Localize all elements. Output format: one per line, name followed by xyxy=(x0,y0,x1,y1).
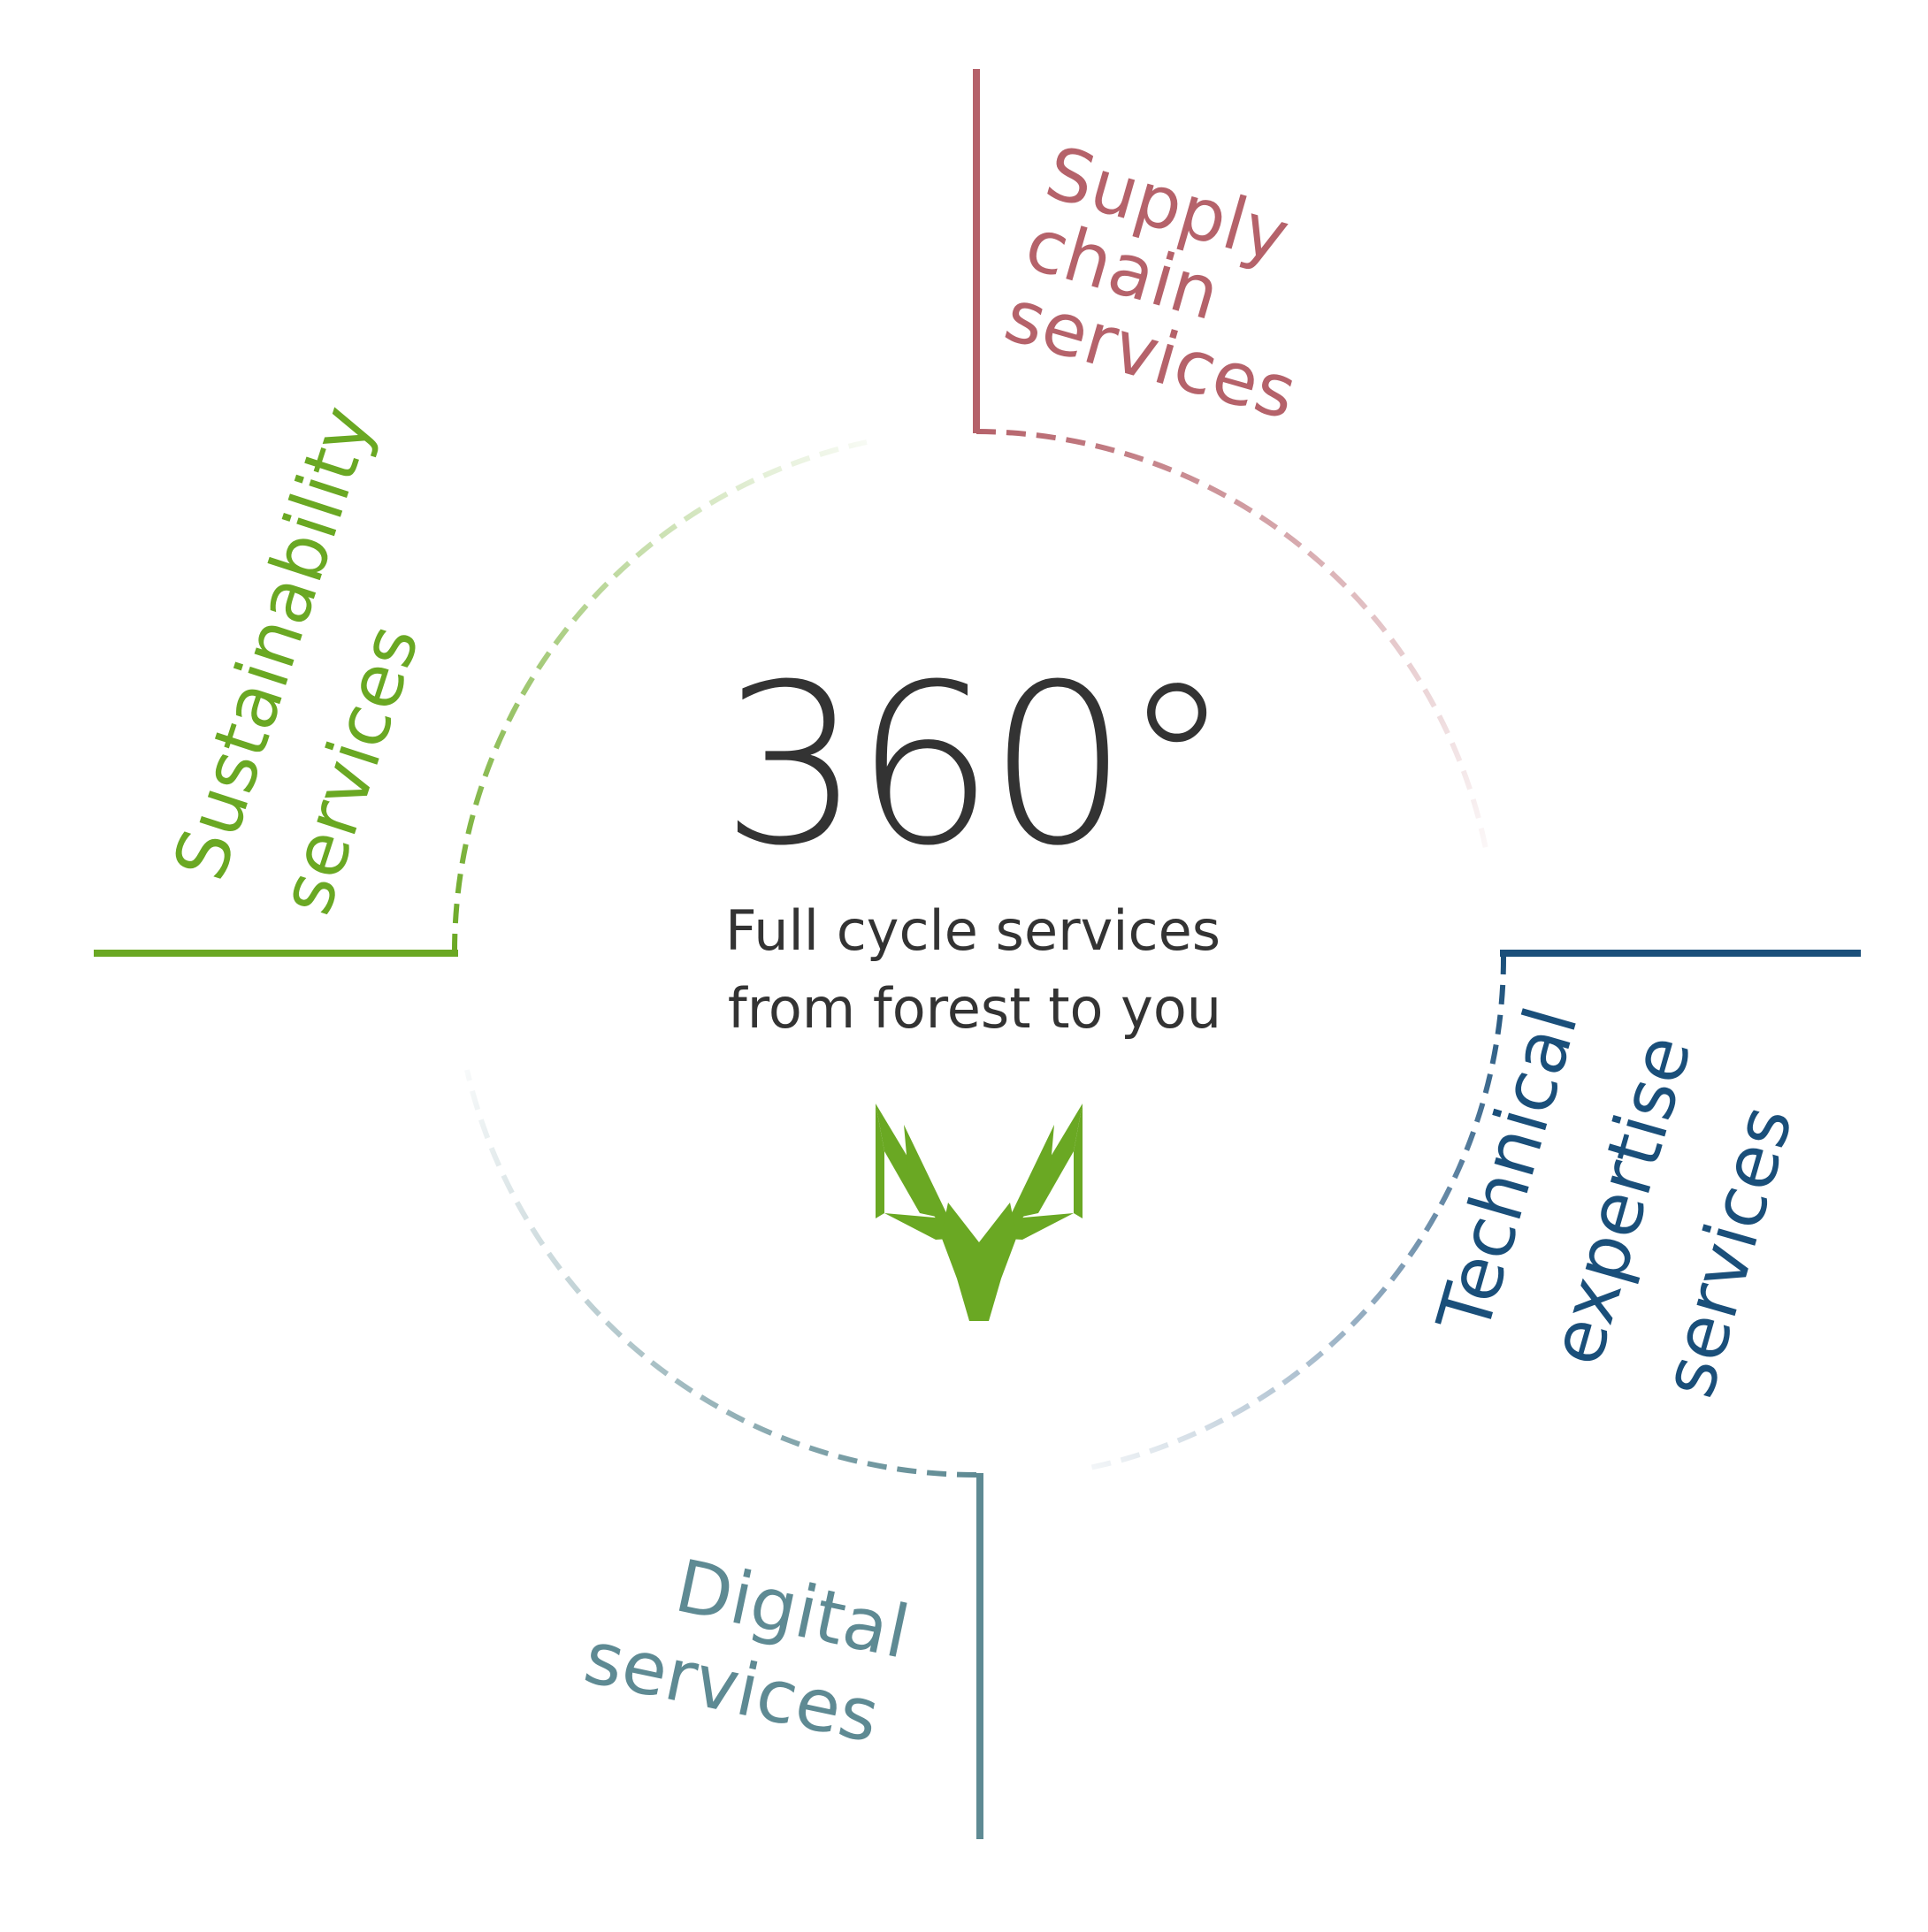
center-subtitle-line-2: from forest to you xyxy=(728,976,1221,1041)
supply-chain-dashed-arc xyxy=(975,429,1488,850)
digital-dashed-arc xyxy=(464,1069,977,1478)
svg-text:Technical expertise: Technical expertise services xyxy=(1422,972,1827,1407)
moose-head-icon xyxy=(876,1103,1083,1321)
sustainability-label: Sustainability services xyxy=(158,375,503,924)
svg-text:Digital services: Digital services xyxy=(578,1529,938,1767)
digital-label: Digital services xyxy=(578,1529,938,1767)
technical-expertise-dashed-arc xyxy=(1089,954,1507,1470)
technical-expertise-label: Technical expertise services xyxy=(1422,972,1827,1407)
center-subtitle-line-1: Full cycle services xyxy=(725,898,1220,963)
supply-chain-label: Supply chain services xyxy=(996,131,1346,437)
sustainability-dashed-arc xyxy=(451,439,868,954)
svg-text:Sustainability service: Sustainability services xyxy=(158,375,503,924)
center-title: 360° xyxy=(721,637,1225,894)
segment-digital: Digital services xyxy=(464,1069,983,1839)
svg-text:Supply chain s: Supply chain services xyxy=(996,131,1346,437)
